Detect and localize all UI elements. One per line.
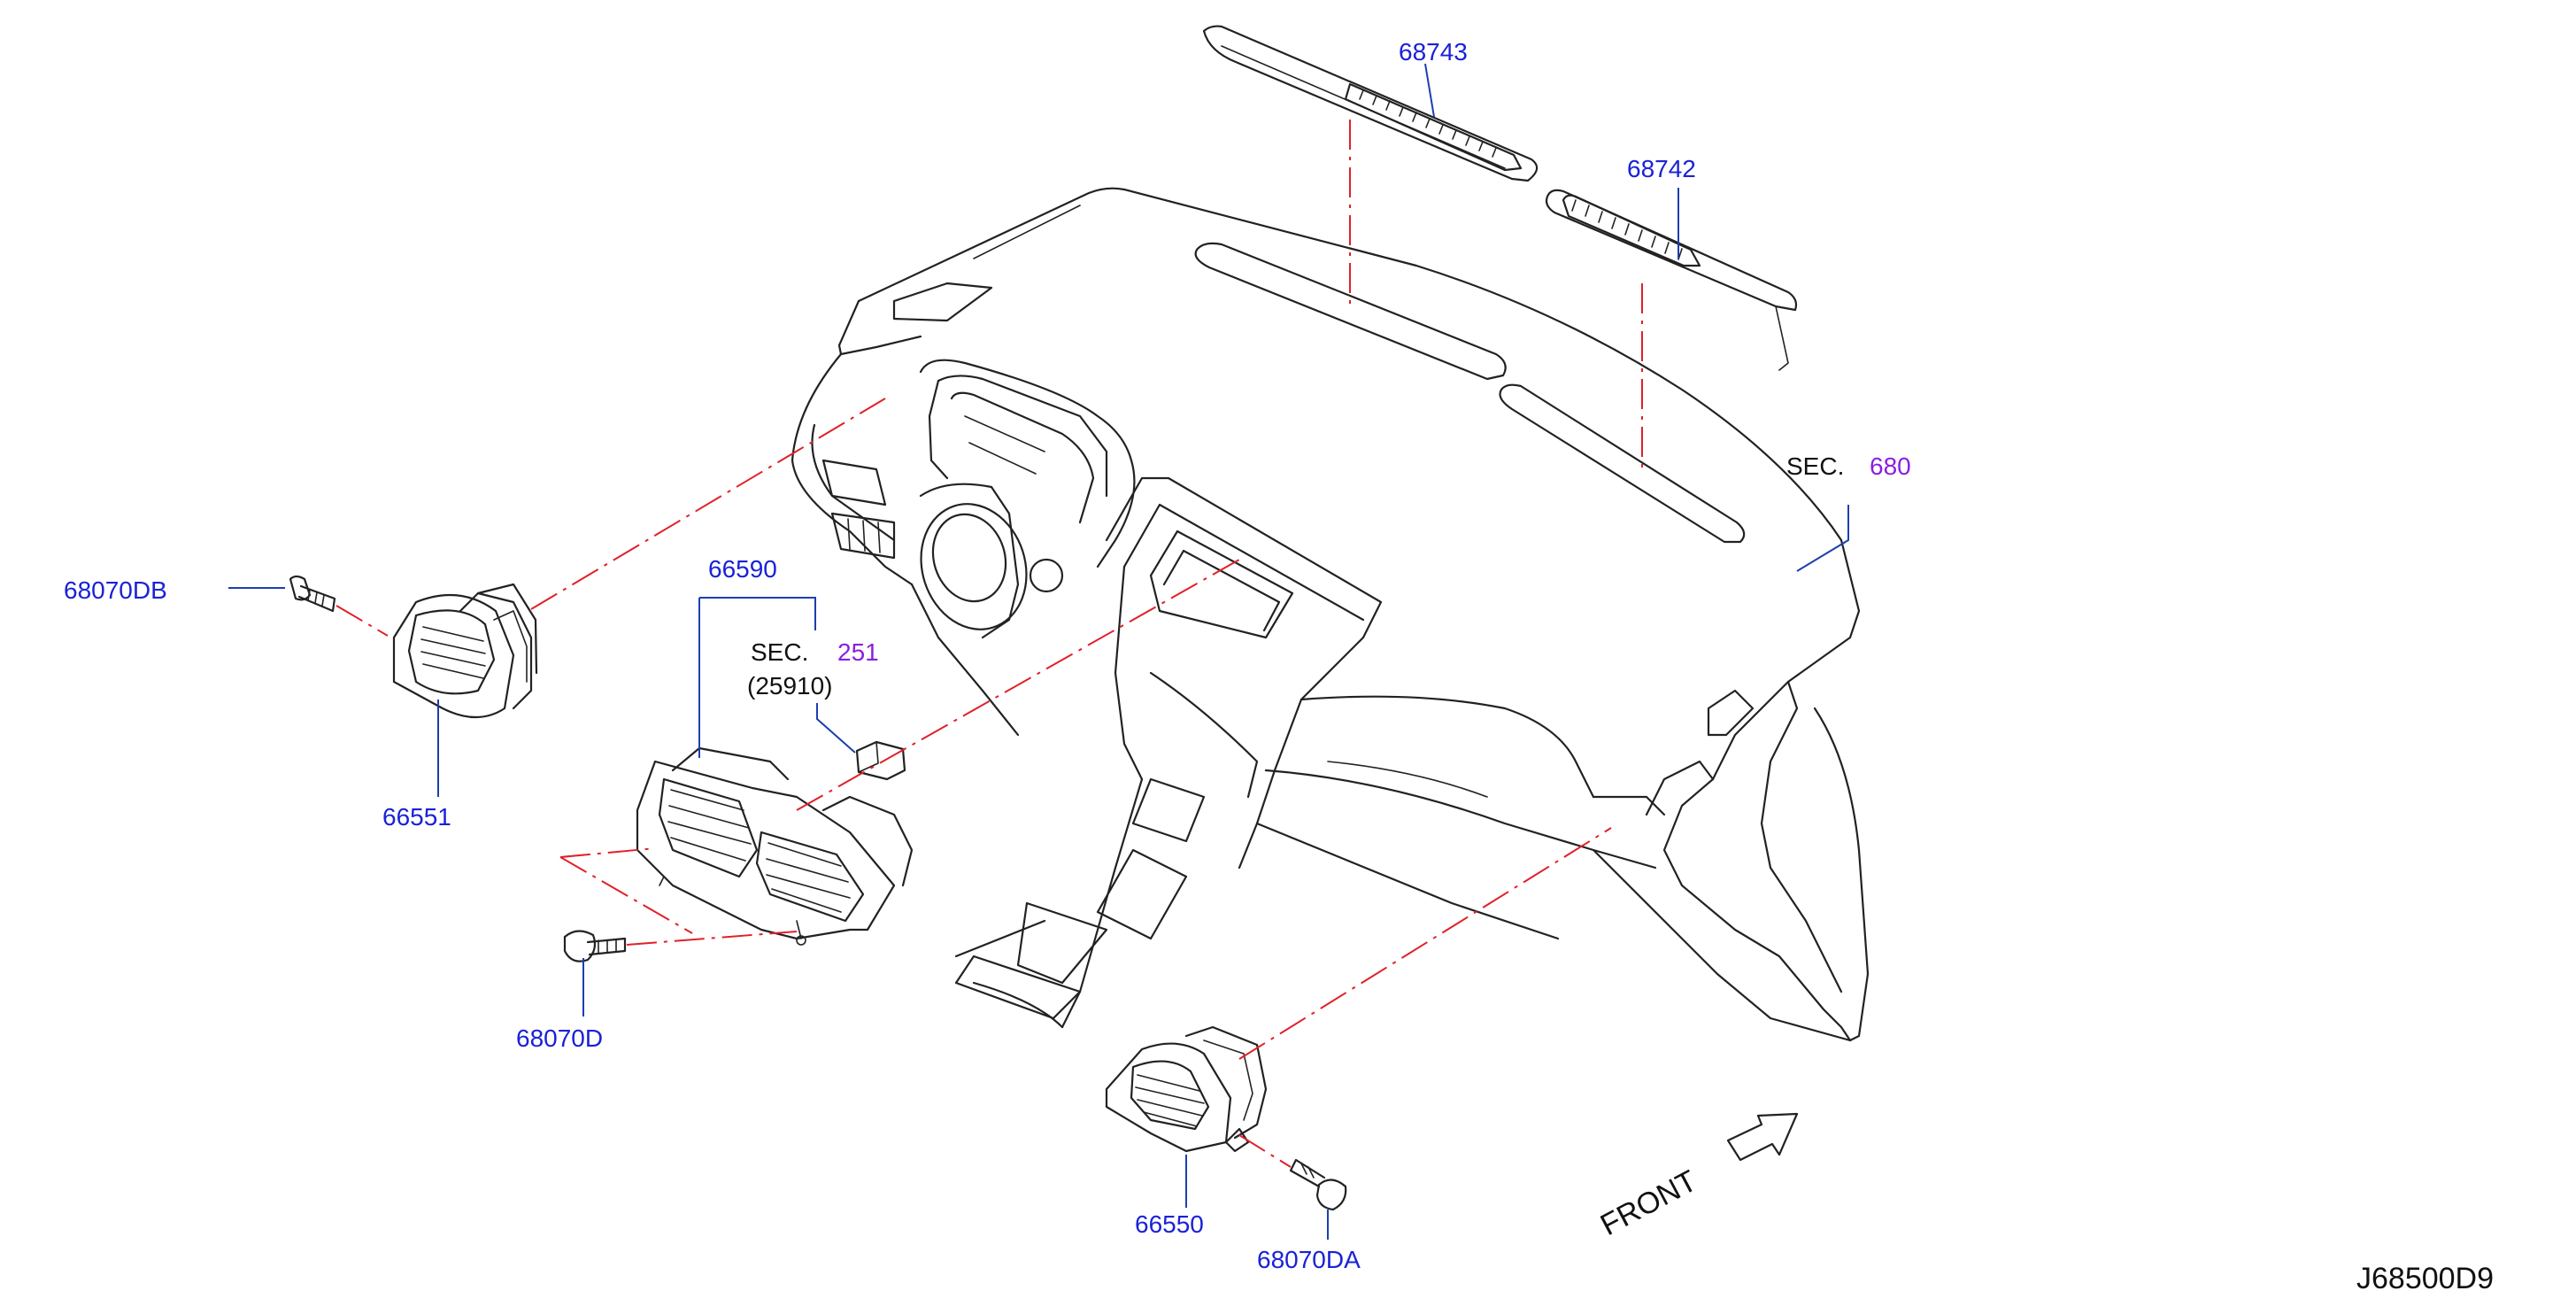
side-vent-66550 (1105, 1025, 1268, 1153)
label-68070D: 68070D (516, 1024, 603, 1052)
front-arrow-icon (1726, 1112, 1799, 1162)
diagram-ref: J68500D9 (2356, 1262, 2494, 1295)
label-68070DB: 68070DB (64, 576, 167, 604)
sec-251-number: 251 (837, 638, 879, 666)
side-vent-66551 (392, 583, 538, 718)
sec-680-number: 680 (1870, 452, 1911, 480)
label-66590: 66590 (708, 555, 777, 583)
sec-680-prefix: SEC. (1786, 452, 1844, 480)
label-68742: 68742 (1627, 155, 1696, 182)
sec-251-prefix: SEC. (751, 638, 808, 666)
center-vent-assembly-66590 (636, 746, 914, 946)
front-label: FRONT (1595, 1164, 1702, 1243)
screw-68070DA (1289, 1158, 1347, 1211)
hazard-switch-25910 (855, 740, 906, 781)
label-66550: 66550 (1135, 1210, 1204, 1238)
screw-68070DB (289, 575, 336, 613)
defroster-grille-68742 (1545, 189, 1798, 371)
sec-251-subpart: (25910) (747, 672, 833, 700)
screw-68070D (563, 930, 627, 962)
phantom-lines (335, 120, 1643, 1168)
instrument-panel (791, 187, 1870, 1042)
label-66551: 66551 (382, 803, 451, 831)
label-68743: 68743 (1399, 38, 1468, 66)
defroster-grille-68743 (1202, 25, 1539, 182)
label-68070DA: 68070DA (1257, 1246, 1361, 1273)
leader-lines (228, 63, 1849, 1240)
